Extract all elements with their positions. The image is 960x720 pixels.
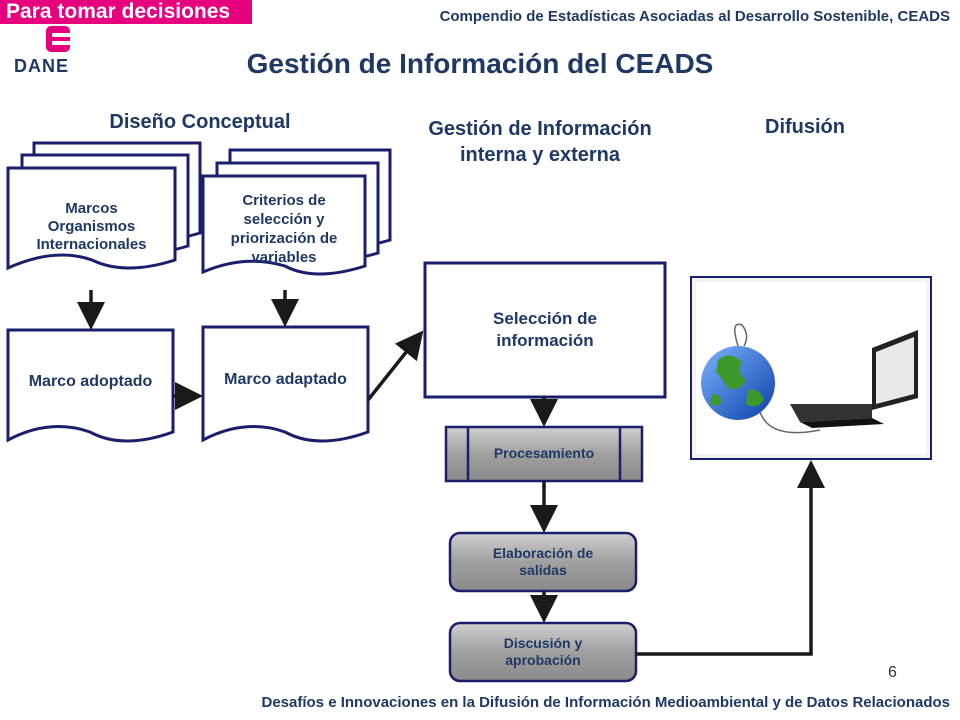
document-marco-adaptado [201, 325, 370, 443]
label-marco-adoptado: Marco adoptado [28, 373, 153, 390]
section-management-line2: interna y externa [459, 144, 621, 166]
label-seleccion-line2: información [496, 331, 594, 350]
label-discusion: Discusión y aprobación [450, 630, 636, 674]
multi-document-marcos [6, 141, 202, 271]
label-criterios: Criterios de selección y priorización de… [203, 186, 365, 272]
box-procesamiento [444, 425, 644, 483]
label-criterios-line2: selección y [243, 211, 325, 228]
diffusion-image [690, 276, 932, 460]
section-management: Gestión de Información interna y externa [380, 116, 700, 168]
section-management-line1: Gestión de Información [428, 118, 652, 140]
section-conceptual: Diseño Conceptual [109, 111, 291, 133]
label-criterios-line3: priorización de [230, 230, 338, 247]
label-elaboracion: Elaboración de salidas [450, 540, 636, 584]
multi-document-criterios [201, 148, 392, 276]
label-criterios-line4: variables [251, 249, 317, 266]
arrow-discusion-to-difusion [636, 460, 825, 656]
box-seleccion [423, 261, 667, 399]
laptop-icon [790, 330, 918, 428]
label-discusion-line1: Discusión y [503, 635, 583, 651]
section-diffusion: Difusión [765, 116, 845, 138]
top-reference: Compendio de Estadísticas Asociadas al D… [439, 8, 950, 25]
footer-text: Desafíos e Innovaciones en la Difusión d… [261, 694, 951, 711]
label-elaboracion-line2: salidas [519, 562, 567, 578]
label-marcos: Marcos Organismos Internacionales [8, 194, 175, 260]
arrow-adaptado-to-seleccion [366, 330, 424, 402]
page-title: Gestión de Información del CEADS [246, 48, 714, 79]
dane-logo-icon [46, 26, 70, 52]
page-number: 6 [888, 664, 897, 681]
label-criterios-line1: Criterios de [242, 192, 326, 209]
label-marco-adaptado: Marco adaptado [224, 371, 347, 388]
label-marcos-line1: Marcos [65, 200, 118, 217]
document-marco-adoptado [6, 328, 175, 443]
label-elaboracion-line1: Elaboración de [492, 545, 594, 561]
label-seleccion: Selección de información [425, 305, 665, 355]
label-procesamiento: Procesamiento [493, 445, 595, 461]
brand-banner: Para tomar decisiones [0, 0, 252, 24]
label-marcos-line3: Internacionales [36, 236, 147, 253]
label-seleccion-line1: Selección de [493, 309, 597, 328]
dane-logo-text: DANE [14, 56, 70, 76]
label-discusion-line2: aprobación [505, 652, 581, 668]
box-discusion [448, 621, 638, 683]
label-marcos-line2: Organismos [47, 218, 136, 235]
